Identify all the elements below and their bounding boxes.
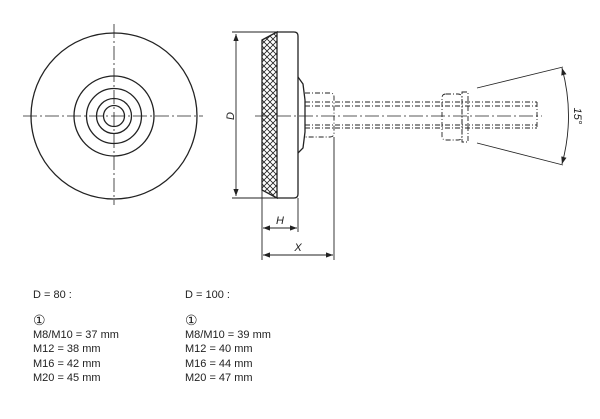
dimensions [232,31,569,260]
table-header: D = 80 : [33,289,72,301]
table-row: M20 = 45 mm [33,372,101,384]
circled-one-marker: ① [33,311,46,328]
side-view [255,30,542,200]
table-row: M16 = 44 mm [185,357,253,370]
table-d80: D = 80 : ① M8/M10 = 37 mm M12 = 38 mm M1… [33,288,119,386]
table-row: M12 = 38 mm [33,343,101,355]
front-view [23,24,203,205]
table-row: M12 = 40 mm [185,343,253,355]
table-row: M20 = 47 mm [185,372,253,384]
dimension-label-angle: 15° [571,108,583,125]
dimension-label-d: D [225,112,237,120]
dimension-label-h: H [276,215,284,227]
table-header: D = 100 : [185,289,230,301]
dimension-label-x: X [293,242,302,254]
table-row: M16 = 42 mm [33,357,101,370]
circled-one-marker: ① [185,311,198,328]
table-row: M8/M10 = 39 mm [185,328,271,341]
table-row: M8/M10 = 37 mm [33,328,119,341]
table-d100: D = 100 : ① M8/M10 = 39 mm M12 = 40 mm M… [185,288,271,386]
